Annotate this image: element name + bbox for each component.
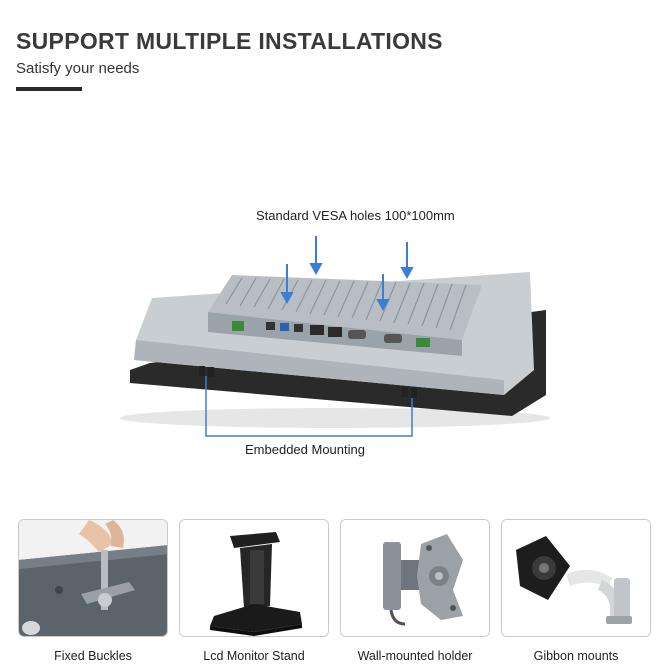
- monitor-stand-icon: [180, 520, 328, 636]
- usb-port: [266, 322, 275, 330]
- terminal-port: [416, 338, 430, 347]
- mount-slot: [208, 367, 214, 377]
- swing-arm-icon: [502, 520, 650, 636]
- mount-caption-monitor-stand: Lcd Monitor Stand: [203, 649, 305, 663]
- mount-slot: [402, 387, 408, 397]
- lan-port: [328, 327, 342, 337]
- power-port: [232, 321, 244, 331]
- wall-bracket-icon: [341, 520, 489, 636]
- mount-options: [18, 519, 652, 637]
- vesa-label: Standard VESA holes 100*100mm: [256, 208, 455, 223]
- mount-card-wall-holder[interactable]: [340, 519, 490, 637]
- mount-caption-gibbon: Gibbon mounts: [533, 649, 619, 663]
- hdmi-port: [294, 324, 303, 332]
- embedded-mount-lines: [205, 376, 413, 437]
- page-title: SUPPORT MULTIPLE INSTALLATIONS: [16, 28, 443, 54]
- serial-port: [348, 330, 366, 339]
- usb-port: [280, 323, 289, 331]
- buckle-screw-icon: [19, 520, 167, 636]
- panel-pc-rear-illustration: [120, 236, 550, 437]
- mount-card-fixed-buckles[interactable]: [18, 519, 168, 637]
- page-subtitle: Satisfy your needs: [16, 60, 140, 77]
- mount-caption-fixed-buckles: Fixed Buckles: [54, 649, 132, 663]
- mount-slot: [199, 366, 205, 376]
- serial-port: [384, 334, 402, 343]
- mount-card-monitor-stand[interactable]: [179, 519, 329, 637]
- mount-card-gibbon[interactable]: [501, 519, 651, 637]
- embedded-label: Embedded Mounting: [245, 442, 365, 457]
- lan-port: [310, 325, 324, 335]
- mount-slot: [411, 388, 417, 398]
- vesa-arrows: [280, 236, 414, 312]
- title-underline: [16, 87, 82, 91]
- mount-caption-wall-holder: Wall-mounted holder: [357, 649, 473, 663]
